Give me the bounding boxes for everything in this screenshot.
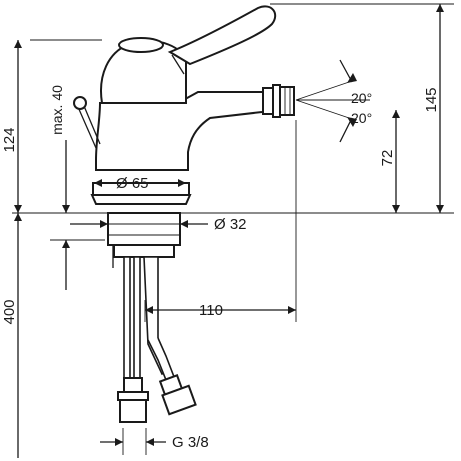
dim-110-label: 110 [199, 302, 223, 319]
dim-400-label: 400 [1, 299, 18, 324]
dim-72-label: 72 [379, 150, 396, 167]
dia-65-label: Ø 65 [116, 175, 149, 192]
thread-label: G 3/8 [172, 434, 209, 451]
dimension-lines [14, 4, 444, 458]
dia-32-label: Ø 32 [214, 216, 247, 233]
dim-124-label: 124 [1, 127, 18, 152]
dimension-labels: 124 max. 40 145 20° 20° 72 Ø 65 Ø 32 400… [1, 85, 440, 451]
reference-lines [12, 3, 454, 455]
angle-top-label: 20° [351, 90, 372, 106]
angle-bottom-label: 20° [351, 110, 372, 126]
dim-max40-label: max. 40 [49, 85, 65, 135]
dim-145-label: 145 [423, 87, 440, 112]
supply-hoses [117, 256, 197, 423]
faucet-body [73, 5, 295, 268]
